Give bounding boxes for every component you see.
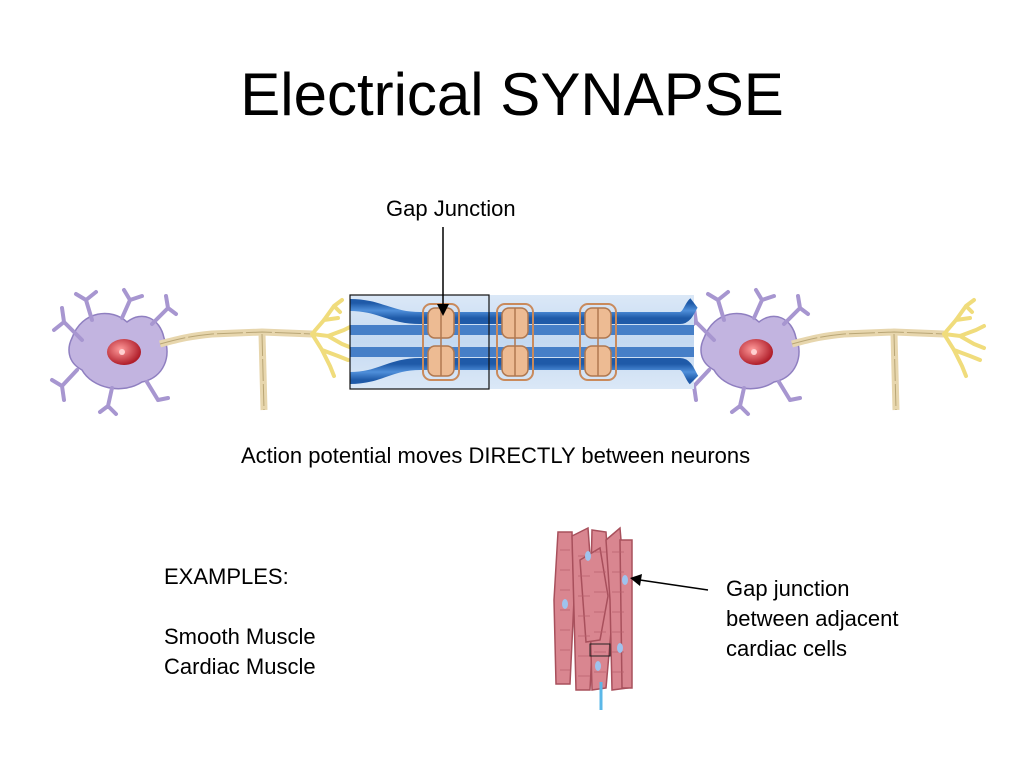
slide-title: Electrical SYNAPSE xyxy=(240,61,784,128)
examples-block: EXAMPLES: Smooth Muscle Cardiac Muscle xyxy=(164,562,316,682)
example-item: Smooth Muscle xyxy=(164,624,316,649)
examples-spacer xyxy=(164,592,316,622)
cardiac-cells-illustration xyxy=(553,526,633,710)
cardiac-caption-line: between adjacent xyxy=(726,606,899,631)
action-potential-caption: Action potential moves DIRECTLY between … xyxy=(241,443,751,468)
examples-heading: EXAMPLES: xyxy=(164,564,289,589)
cardiac-caption-line: Gap junction xyxy=(726,576,850,601)
cardiac-gap-junction-caption: Gap junction between adjacent cardiac ce… xyxy=(726,574,898,664)
example-item: Cardiac Muscle xyxy=(164,654,316,679)
gap-junction-panel xyxy=(349,294,699,390)
gap-junction-label: Gap Junction xyxy=(386,196,516,221)
cardiac-caption-line: cardiac cells xyxy=(726,636,848,661)
